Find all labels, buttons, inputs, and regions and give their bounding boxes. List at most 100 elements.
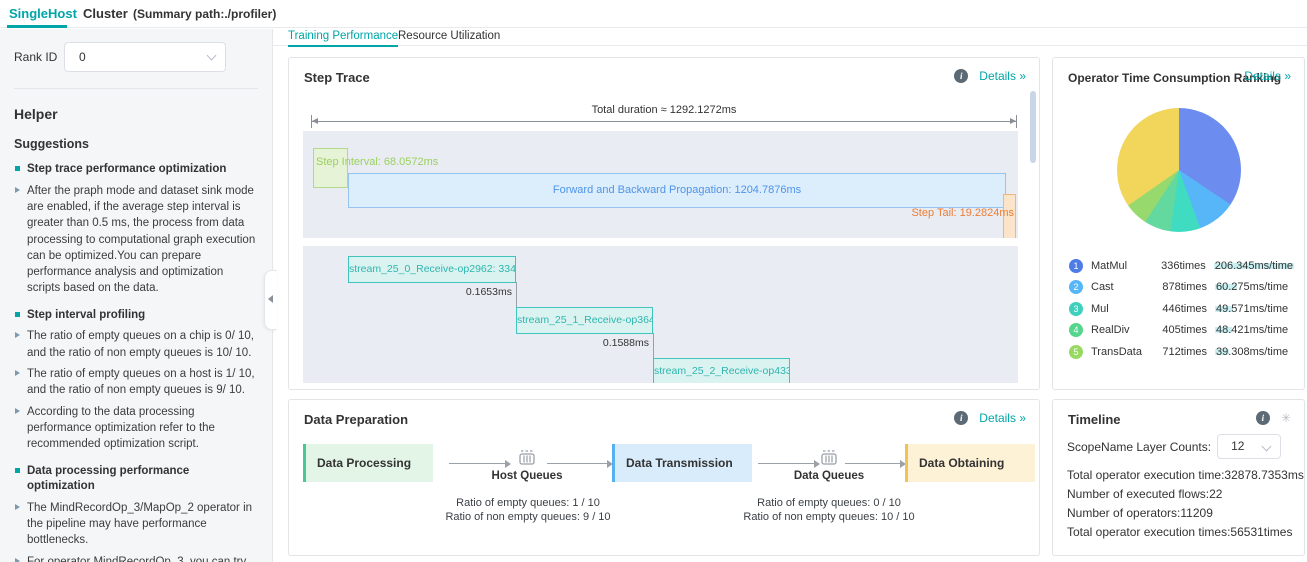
double-chevron-icon: [1016, 69, 1026, 83]
legend-row: 5 TransData 712times 39.308ms/time: [1069, 341, 1294, 363]
operator-pie-chart: [1117, 108, 1241, 232]
timeline-panel: Timeline ✳ ScopeName Layer Counts: 12 To…: [1052, 399, 1305, 556]
app-header: SingleHost Cluster (Summary path:./profi…: [0, 0, 1307, 28]
arrowhead-right-icon: [1010, 118, 1016, 124]
operator-name: Cast: [1091, 281, 1114, 294]
node-data-obtaining: Data Obtaining: [905, 444, 1035, 482]
host-queue-ratios: Ratio of empty queues: 1 / 10 Ratio of n…: [423, 497, 633, 524]
arrowhead-left-icon: [312, 118, 318, 124]
triangle-icon: [15, 557, 20, 562]
avg-highlight-bar: [1215, 284, 1237, 291]
tab-resource-utilization[interactable]: Resource Utilization: [398, 30, 501, 42]
suggestions-title: Suggestions: [14, 137, 90, 151]
avg-highlight-bar: [1215, 348, 1230, 355]
node-data-transmission: Data Transmission: [612, 444, 752, 482]
operator-avg-time: 60.275ms/time: [1215, 281, 1289, 294]
receive-op-box: stream_25_1_Receive-op3648: 241...: [516, 307, 653, 334]
tab-training-performance[interactable]: Training Performance: [288, 29, 399, 47]
active-tab-underline: [7, 25, 67, 28]
divider: [14, 88, 258, 89]
gap-duration-label: 0.1653ms: [465, 286, 512, 298]
suggestion-item: The ratio of empty queues on a host is 1…: [14, 366, 258, 399]
forward-backward-box: Forward and Backward Propagation: 1204.7…: [348, 173, 1006, 208]
suggestion-item: For operator MindRecordOp_3, you can try…: [14, 554, 258, 562]
stat-executed-flows: Number of executed flows:22: [1067, 487, 1223, 501]
spinner-icon: ✳: [1280, 411, 1291, 425]
legend-row: 1 MatMul 336times 206.345ms/time: [1069, 255, 1294, 277]
connector-line: [516, 282, 517, 307]
stat-number-of-operators: Number of operators:11209: [1067, 506, 1213, 520]
suggestion-section-title: Step interval profiling: [14, 308, 258, 324]
triangle-icon: [15, 407, 20, 414]
scrollbar[interactable]: [1030, 91, 1036, 163]
scopename-layer-counts-value: 12: [1231, 439, 1245, 453]
tab-cluster[interactable]: Cluster: [83, 6, 128, 21]
host-queues-label: Host Queues: [491, 470, 563, 482]
tab-singlehost[interactable]: SingleHost: [9, 6, 77, 21]
gap-duration-label: 0.1588ms: [602, 337, 649, 349]
operator-name: Mul: [1091, 302, 1109, 315]
flow-arrow-icon: [449, 459, 511, 468]
rank-badge: 4: [1069, 323, 1083, 338]
avg-highlight-bar: [1215, 305, 1233, 312]
queue-icon: [821, 450, 837, 465]
data-non-empty-ratio: Ratio of non empty queues: 10 / 10: [743, 510, 915, 523]
double-chevron-icon: [1016, 411, 1026, 425]
sidebar-collapse-handle[interactable]: [264, 270, 277, 330]
operator-ranking-title: Operator Time Consumption Ranking: [1068, 71, 1282, 85]
scopename-layer-counts-select[interactable]: 12: [1217, 434, 1282, 459]
data-preparation-details-link[interactable]: Details: [979, 411, 1026, 425]
bullet-icon: [15, 467, 20, 473]
chevron-down-icon: [1261, 441, 1272, 452]
step-trace-details-link[interactable]: Details: [979, 69, 1026, 83]
scopename-layer-counts-label: ScopeName Layer Counts:: [1067, 439, 1212, 454]
step-trace-chart-row1: Step Interval: 68.0572ms Forward and Bac…: [303, 131, 1018, 238]
total-duration-dimension: Total duration ≈ 1292.1272ms: [311, 104, 1017, 130]
rank-badge: 5: [1069, 344, 1083, 359]
info-icon[interactable]: [954, 411, 969, 425]
operator-times: 336times: [1161, 259, 1206, 272]
legend-row: 2 Cast 878times 60.275ms/time: [1069, 277, 1294, 299]
operator-ranking-legend: 1 MatMul 336times 206.345ms/time 2 Cast …: [1069, 255, 1294, 363]
rank-id-select[interactable]: 0: [64, 42, 226, 72]
step-tail-label: Step Tail: 19.2824ms: [911, 207, 1014, 219]
info-icon[interactable]: [1255, 411, 1270, 425]
connector-line: [653, 333, 654, 358]
host-non-empty-ratio: Ratio of non empty queues: 9 / 10: [445, 510, 611, 523]
operator-times: 712times: [1162, 345, 1207, 358]
timeline-title: Timeline: [1068, 412, 1121, 427]
triangle-icon: [15, 186, 20, 193]
stat-total-execution-time: Total operator execution time:32878.7353…: [1067, 468, 1304, 482]
suggestion-item: After the praph mode and dataset sink mo…: [14, 183, 258, 297]
main-tab-bar: Training Performance Resource Utilizatio…: [273, 29, 1307, 47]
helper-sidebar: Rank ID 0 Helper Suggestions Step trace …: [0, 29, 273, 562]
chevron-down-icon: [206, 50, 217, 61]
suggestion-item: According to the data processing perform…: [14, 404, 258, 453]
operator-name: MatMul: [1091, 259, 1128, 272]
avg-highlight-bar: [1213, 262, 1294, 269]
data-empty-ratio: Ratio of empty queues: 0 / 10: [757, 497, 901, 509]
operator-times: 446times: [1162, 302, 1207, 315]
triangle-icon: [15, 369, 20, 376]
bullet-icon: [15, 311, 20, 317]
step-trace-chart-row2: stream_25_0_Receive-op2962: 334.5943ms 0…: [303, 246, 1018, 383]
step-trace-panel: Step Trace Details Total duration ≈ 1292…: [288, 57, 1040, 390]
queue-icon: [519, 450, 535, 465]
data-queues-label: Data Queues: [793, 470, 865, 482]
operator-name: RealDiv: [1091, 324, 1130, 337]
summary-path-label: (Summary path:./profiler): [133, 7, 277, 21]
operator-ranking-details-link[interactable]: Details: [1244, 69, 1291, 83]
receive-op-box: stream_25_0_Receive-op2962: 334.5943ms: [348, 256, 516, 283]
rank-id-label: Rank ID: [14, 50, 58, 64]
operator-times: 878times: [1162, 281, 1207, 294]
data-preparation-panel: Data Preparation Details Data Processing…: [288, 399, 1040, 556]
info-icon[interactable]: [954, 69, 969, 83]
data-preparation-title: Data Preparation: [304, 412, 409, 427]
operator-avg-time: 48.421ms/time: [1215, 324, 1289, 337]
bullet-icon: [15, 166, 20, 171]
operator-ranking-panel: Operator Time Consumption Ranking Detail…: [1052, 57, 1305, 390]
step-trace-title: Step Trace: [304, 70, 370, 85]
flow-arrow-icon: [845, 459, 906, 468]
avg-highlight-bar: [1215, 327, 1233, 334]
rank-badge: 1: [1069, 258, 1083, 273]
